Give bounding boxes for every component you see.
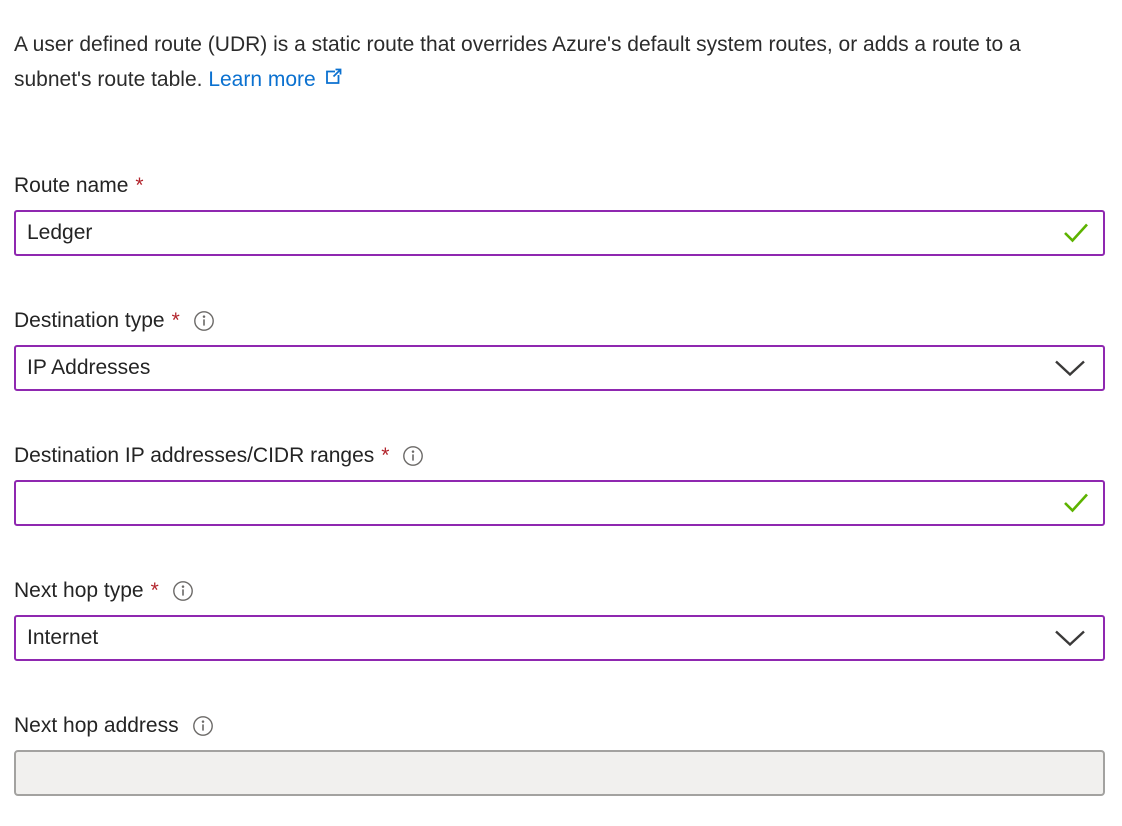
required-asterisk: * [171,309,180,332]
destination-cidr-label: Destination IP addresses/CIDR ranges [14,444,375,467]
info-icon[interactable] [192,715,214,737]
udr-form: A user defined route (UDR) is a static r… [14,27,1105,796]
intro-description: A user defined route (UDR) is a static r… [14,33,1021,91]
field-next-hop-address: Next hop address [14,713,1105,796]
destination-type-dropdown[interactable]: IP Addresses [14,345,1105,391]
next-hop-type-value: Internet [27,626,99,649]
destination-type-label: Destination type [14,309,165,332]
learn-more-link[interactable]: Learn more [208,68,343,91]
external-link-icon [325,68,342,84]
chevron-down-icon [1055,360,1085,377]
next-hop-type-label: Next hop type [14,579,144,602]
required-asterisk: * [135,174,144,197]
destination-type-value: IP Addresses [27,356,151,379]
route-name-control [14,210,1105,256]
required-asterisk: * [381,444,390,467]
field-destination-type: Destination type * IP Addresses [14,308,1105,391]
next-hop-type-label-row: Next hop type * [14,578,1105,604]
checkmark-icon [1064,223,1088,243]
next-hop-address-input [16,752,1103,794]
info-icon[interactable] [172,580,194,602]
next-hop-address-control [14,750,1105,796]
route-name-label-row: Route name * [14,173,1105,199]
field-route-name: Route name * [14,173,1105,256]
checkmark-icon [1064,493,1088,513]
field-next-hop-type: Next hop type * Internet [14,578,1105,661]
route-name-label: Route name [14,174,129,197]
next-hop-address-label: Next hop address [14,714,179,737]
next-hop-type-dropdown[interactable]: Internet [14,615,1105,661]
required-asterisk: * [150,579,159,602]
destination-cidr-input[interactable] [16,482,1103,524]
info-icon[interactable] [402,445,424,467]
route-name-input[interactable] [16,212,1103,254]
info-icon[interactable] [193,310,215,332]
next-hop-address-label-row: Next hop address [14,713,1105,739]
destination-type-label-row: Destination type * [14,308,1105,334]
intro-text: A user defined route (UDR) is a static r… [14,27,1084,97]
chevron-down-icon [1055,630,1085,647]
destination-cidr-control [14,480,1105,526]
destination-cidr-label-row: Destination IP addresses/CIDR ranges * [14,443,1105,469]
field-destination-cidr: Destination IP addresses/CIDR ranges * [14,443,1105,526]
